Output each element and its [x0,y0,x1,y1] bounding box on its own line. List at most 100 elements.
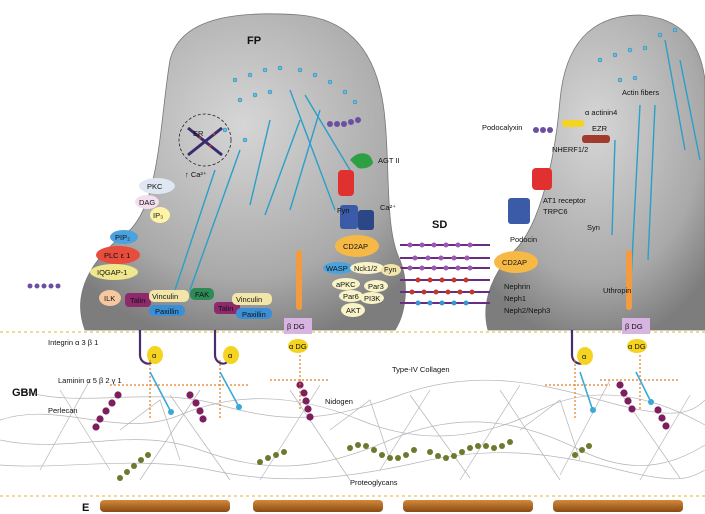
proteoglycan-chains [117,439,592,481]
plc-label: PLC ε 1 [104,251,130,260]
alpha-1-label: α [152,351,157,360]
iqgap-label: IQGAP-1 [97,268,127,277]
slit-diaphragm [400,242,490,306]
perlecan-strands [149,371,651,411]
integrin-alpha [147,346,593,365]
podocalyxin-label: Podocalyxin [482,123,522,132]
neph1-label: Neph1 [504,294,526,303]
region-fp: FP [247,35,261,47]
collagen-mesh [0,379,705,481]
vinculin-mid-shape [232,293,272,305]
cd2ap-left-label: CD2AP [343,242,368,251]
pip2-shape [110,230,138,244]
par3-label: Par3 [368,282,384,291]
par6-shape [339,290,363,302]
nck-label: Nck1/2 [354,264,377,273]
uthropin-left-shape [296,250,302,310]
alpha-dg-left-label: α DG [289,342,307,351]
laminin-label: Laminin α 5 β 2 γ 1 [58,376,122,385]
region-sd: SD [432,219,447,231]
nephrin-label: Nephrin [504,282,530,291]
ezr-label: EZR [592,124,608,133]
cd2ap-right-shape [494,251,538,273]
ezr-shape [582,135,610,143]
paxillin-mid-label: Paxillin [242,310,266,319]
region-e: E [82,502,89,514]
cd2ap-left-shape [335,235,379,257]
alpha-2-label: α [228,351,233,360]
diagram-labels: FP SD GBM E ER ↑ Ca²⁺ PKC DAG IP₃ PIP₂ P… [12,35,659,514]
iqgap-shape [90,264,138,280]
trpc6-left-shape [340,205,358,229]
podocin-label: Podocin [510,235,537,244]
at1-receptor-label: AT1 receptor [543,196,586,205]
alpha-3-label: α [582,352,587,361]
pkc-label: PKC [147,182,163,191]
dag-shape [135,195,159,209]
er-label: ER [193,129,204,138]
at1-right-shape [532,168,552,190]
ip3-label: IP₃ [153,211,163,220]
beta-dg-left-shape [284,318,312,334]
proteoglycans-label: Proteoglycans [350,478,398,487]
nck-shape [350,262,384,274]
foot-process-left [80,13,406,331]
ca-er-label: ↑ Ca²⁺ [185,170,207,179]
pip2-label: PIP₂ [115,233,130,242]
trpc6-left-shape-b [358,210,374,230]
er-organelle [178,113,232,167]
nidogen-label: Nidogen [325,397,353,406]
integrin-anchors [138,330,585,365]
vinculin-mid-label: Vinculin [236,295,262,304]
fyn-top-label: Fyn [337,206,350,215]
ca-mid-label: Ca²⁺ [380,203,396,212]
region-gbm: GBM [12,387,38,399]
perlecan-ends [168,399,654,415]
ilk-label: ILK [104,294,115,303]
par6-label: Par6 [343,292,359,301]
syn-label: Syn [587,223,600,232]
dg-alpha [288,339,647,353]
nherf-shape [562,120,584,127]
beta-dg-left-label: β DG [287,322,305,331]
talin-mid-label: Talin [218,304,233,313]
apkc-label: aPKC [336,280,356,289]
paxillin-mid-shape [236,308,272,319]
akt-label: AKT [346,306,361,315]
beta-dg-right-label: β DG [625,322,643,331]
pkc-shape [139,178,175,194]
trpc6-right-shape [508,198,530,224]
beta-dg-right-shape [622,318,650,334]
actin-fibers-label: Actin fibers [622,88,659,97]
pi3k-label: PI3K [364,294,380,303]
pi3k-shape [360,292,384,304]
at1-left-shape [338,170,354,196]
plc-shape [96,246,140,264]
paxillin-left-shape [149,305,185,316]
vinculin-left-shape [149,290,189,302]
nherf-label: NHERF1/2 [552,145,588,154]
agt2-shape [350,153,373,169]
collagen-label: Type-IV Collagen [392,365,450,374]
vinculin-left-label: Vinculin [152,292,178,301]
trpc6-label: TRPC6 [543,207,568,216]
uthropin-label: Uthropin [603,286,631,295]
ip3-shape [150,207,170,223]
talin-left-shape [125,293,151,307]
wasp-label: WASP [326,264,348,273]
ilk-shape [99,290,121,306]
alpha-dg-right-label: α DG [628,342,646,351]
akt-shape [341,303,365,317]
wasp-shape [323,262,353,274]
integrin-label: Integrin α 3 β 1 [48,338,98,347]
paxillin-left-label: Paxillin [155,307,179,316]
laminin-chains [92,381,670,431]
talin-left-label: Talin [130,296,145,305]
fyn-mid-label: Fyn [384,265,397,274]
talin-mid-shape [214,302,240,314]
par3-shape [364,280,388,292]
perlecan-label: Perlecan [48,406,78,415]
endothelium [100,500,683,512]
cd2ap-right-label: CD2AP [502,258,527,267]
